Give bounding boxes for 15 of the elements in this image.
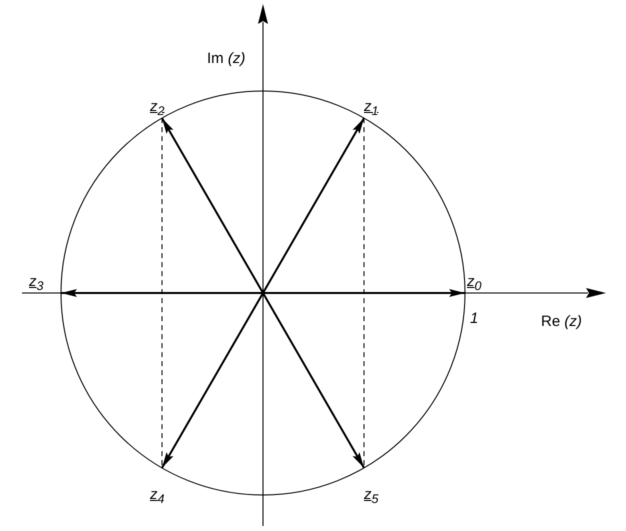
arrow (161, 118, 264, 294)
axis-label: Im (z) (207, 50, 246, 67)
point-label: z$_{5}$ (364, 486, 378, 506)
arrow (262, 118, 365, 294)
arrow (161, 292, 264, 468)
point-label: z$_{1}$ (364, 98, 378, 118)
point-label: z$_{4}$ (150, 486, 164, 506)
arrow (61, 289, 263, 297)
arrow (263, 289, 465, 297)
axis-label: Re (z) (541, 313, 582, 330)
point-label: z$_{0}$ (467, 273, 482, 293)
point-label: z$_{2}$ (150, 98, 164, 118)
tick-label: 1 (470, 310, 478, 327)
arrow (262, 292, 365, 468)
point-label: z$_{3}$ (29, 273, 44, 293)
